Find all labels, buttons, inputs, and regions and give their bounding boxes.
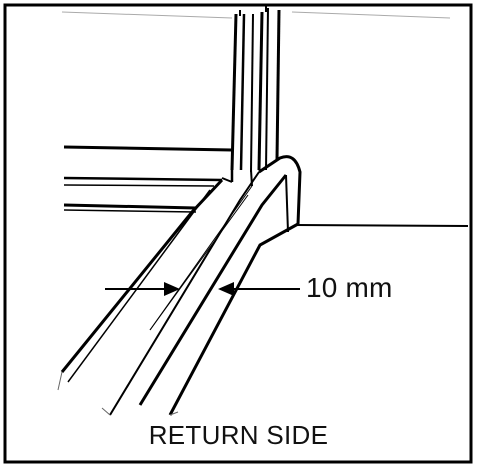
dimension-marker	[105, 282, 300, 296]
back-tray-edges	[63, 145, 233, 213]
arrowhead-right	[218, 282, 234, 296]
caption: RETURN SIDE	[148, 420, 329, 450]
arrowhead-left	[164, 282, 180, 296]
return-profile-top	[221, 155, 302, 233]
wall-edge-left	[61, 11, 233, 19]
inner-groove-line	[149, 194, 249, 331]
return-profile-body	[60, 171, 299, 416]
sketch-marks	[57, 371, 179, 416]
floor-edge-right	[294, 224, 469, 227]
wall-edge-right	[291, 11, 451, 19]
diagram-border	[3, 3, 473, 464]
vertical-profile	[230, 6, 281, 173]
dimension-label: 10 mm	[306, 272, 393, 303]
